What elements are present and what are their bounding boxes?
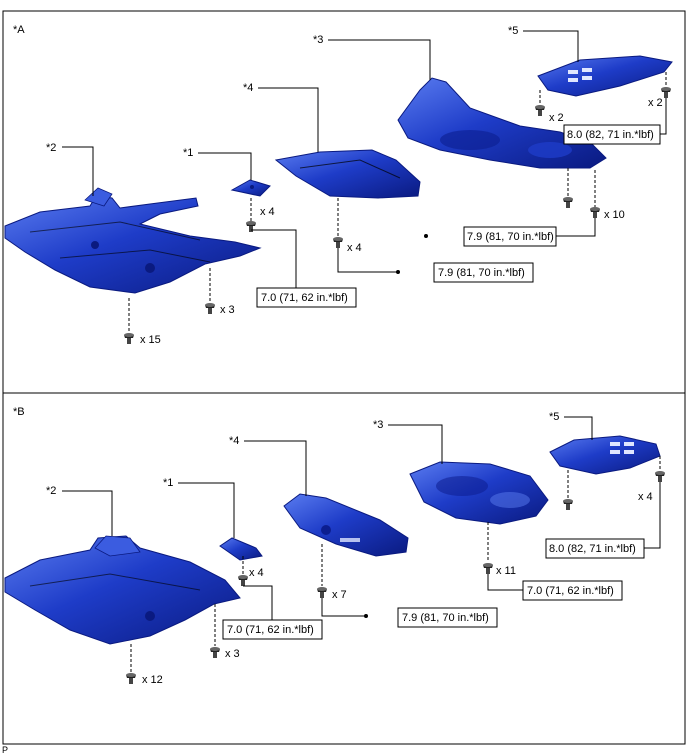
leader-dot (396, 270, 400, 274)
part-3-rear-cover-b (409, 461, 549, 525)
leader-t3-a (556, 218, 596, 237)
panel-b-frame (2, 392, 686, 745)
bolt-icon (483, 563, 493, 574)
callout-3-b: *3 (373, 419, 383, 431)
part-5-small-rear-cover-b (549, 435, 661, 475)
qty-5b-a: x 2 (648, 97, 663, 109)
torque-box-1-b (222, 619, 323, 640)
leader-dot (424, 234, 428, 238)
torque-box-5-b (545, 538, 645, 559)
torque-box-4-a (433, 262, 534, 283)
bolt-icon (317, 587, 327, 598)
part-4-center-cover-a (274, 149, 421, 199)
part-3-rear-cover-a (397, 77, 607, 169)
leader-4-b (244, 440, 307, 496)
bolt-icon (124, 333, 134, 344)
bolt-icon (333, 237, 343, 248)
leader-3-b (388, 424, 443, 464)
torque-5-b: 8.0 (82, 71 in.*lbf) (549, 543, 636, 555)
bolt-icon (126, 673, 136, 684)
torque-4-b: 7.9 (81, 70 in.*lbf) (402, 612, 489, 624)
callout-5-a: *5 (508, 25, 518, 37)
leader-t4-a (337, 248, 398, 273)
callout-3-a: *3 (313, 34, 323, 46)
qty-3-b: x 11 (496, 565, 516, 577)
callout-2-b: *2 (46, 485, 56, 497)
qty-1-a: x 4 (260, 206, 275, 218)
bolt-icon (205, 303, 215, 314)
torque-3-b: 7.0 (71, 62 in.*lbf) (527, 585, 614, 597)
bolt-icon (563, 197, 573, 208)
leader-5-b (564, 416, 593, 440)
torque-1-b: 7.0 (71, 62 in.*lbf) (227, 624, 314, 636)
callout-1-a: *1 (183, 147, 193, 159)
torque-5-a: 8.0 (82, 71 in.*lbf) (567, 129, 654, 141)
bolt-icon (210, 647, 220, 658)
bolt-icon (535, 105, 545, 116)
panel-b-tag: *B (13, 406, 25, 418)
panel-a-tag: *A (13, 24, 25, 36)
torque-box-3-a (463, 226, 557, 247)
leader-t3-b (487, 574, 523, 591)
leader-1-a (198, 152, 252, 180)
qty-5a-a: x 2 (549, 112, 564, 124)
qty-4-b: x 7 (332, 589, 347, 601)
part-5-small-rear-cover-a (537, 55, 673, 97)
leader-2-a (62, 146, 94, 196)
qty-1-b: x 4 (249, 567, 264, 579)
callout-4-b: *4 (229, 435, 239, 447)
torque-3-a: 7.9 (81, 70 in.*lbf) (467, 231, 554, 243)
torque-1-a: 7.0 (71, 62 in.*lbf) (261, 292, 348, 304)
torque-box-1-a (256, 287, 357, 308)
part-4-center-cover-b (283, 493, 409, 557)
qty-2a-b: x 12 (142, 674, 163, 686)
leader-2-b (62, 490, 113, 536)
callout-5-b: *5 (549, 411, 559, 423)
leader-5-a (523, 30, 579, 62)
callout-4-a: *4 (243, 82, 253, 94)
qty-2a-a: x 15 (140, 334, 161, 346)
footer-code: P (2, 745, 8, 755)
part-1-bracket-a (230, 179, 271, 197)
torque-box-3-b (522, 580, 623, 601)
part-2-front-undercover-b (4, 535, 241, 645)
leader-t1-a (251, 229, 297, 288)
bolt-icon (238, 575, 248, 586)
leader-1-b (178, 482, 235, 538)
callout-1-b: *1 (163, 477, 173, 489)
torque-4-a: 7.9 (81, 70 in.*lbf) (438, 267, 525, 279)
leader-t5-a (660, 98, 667, 135)
qty-2b-b: x 3 (225, 648, 240, 660)
qty-5-b: x 4 (638, 491, 653, 503)
bolt-icon (655, 471, 665, 482)
qty-4-a: x 4 (347, 242, 362, 254)
leader-4-a (258, 87, 319, 152)
torque-box-4-b (397, 607, 498, 628)
qty-2b-a: x 3 (220, 304, 235, 316)
part-2-front-undercover-a (4, 187, 262, 294)
qty-3-a: x 10 (604, 209, 625, 221)
part-1-bracket-b (219, 537, 263, 561)
leader-dot (364, 614, 368, 618)
torque-box-5-a (563, 124, 661, 145)
leader-3-a (328, 39, 431, 80)
leader-t1-b (243, 585, 273, 620)
leader-t5-b (644, 482, 661, 549)
callout-2-a: *2 (46, 142, 56, 154)
leader-t4-b (321, 598, 366, 617)
bolt-icon (590, 207, 600, 218)
bolt-icon (563, 499, 573, 510)
